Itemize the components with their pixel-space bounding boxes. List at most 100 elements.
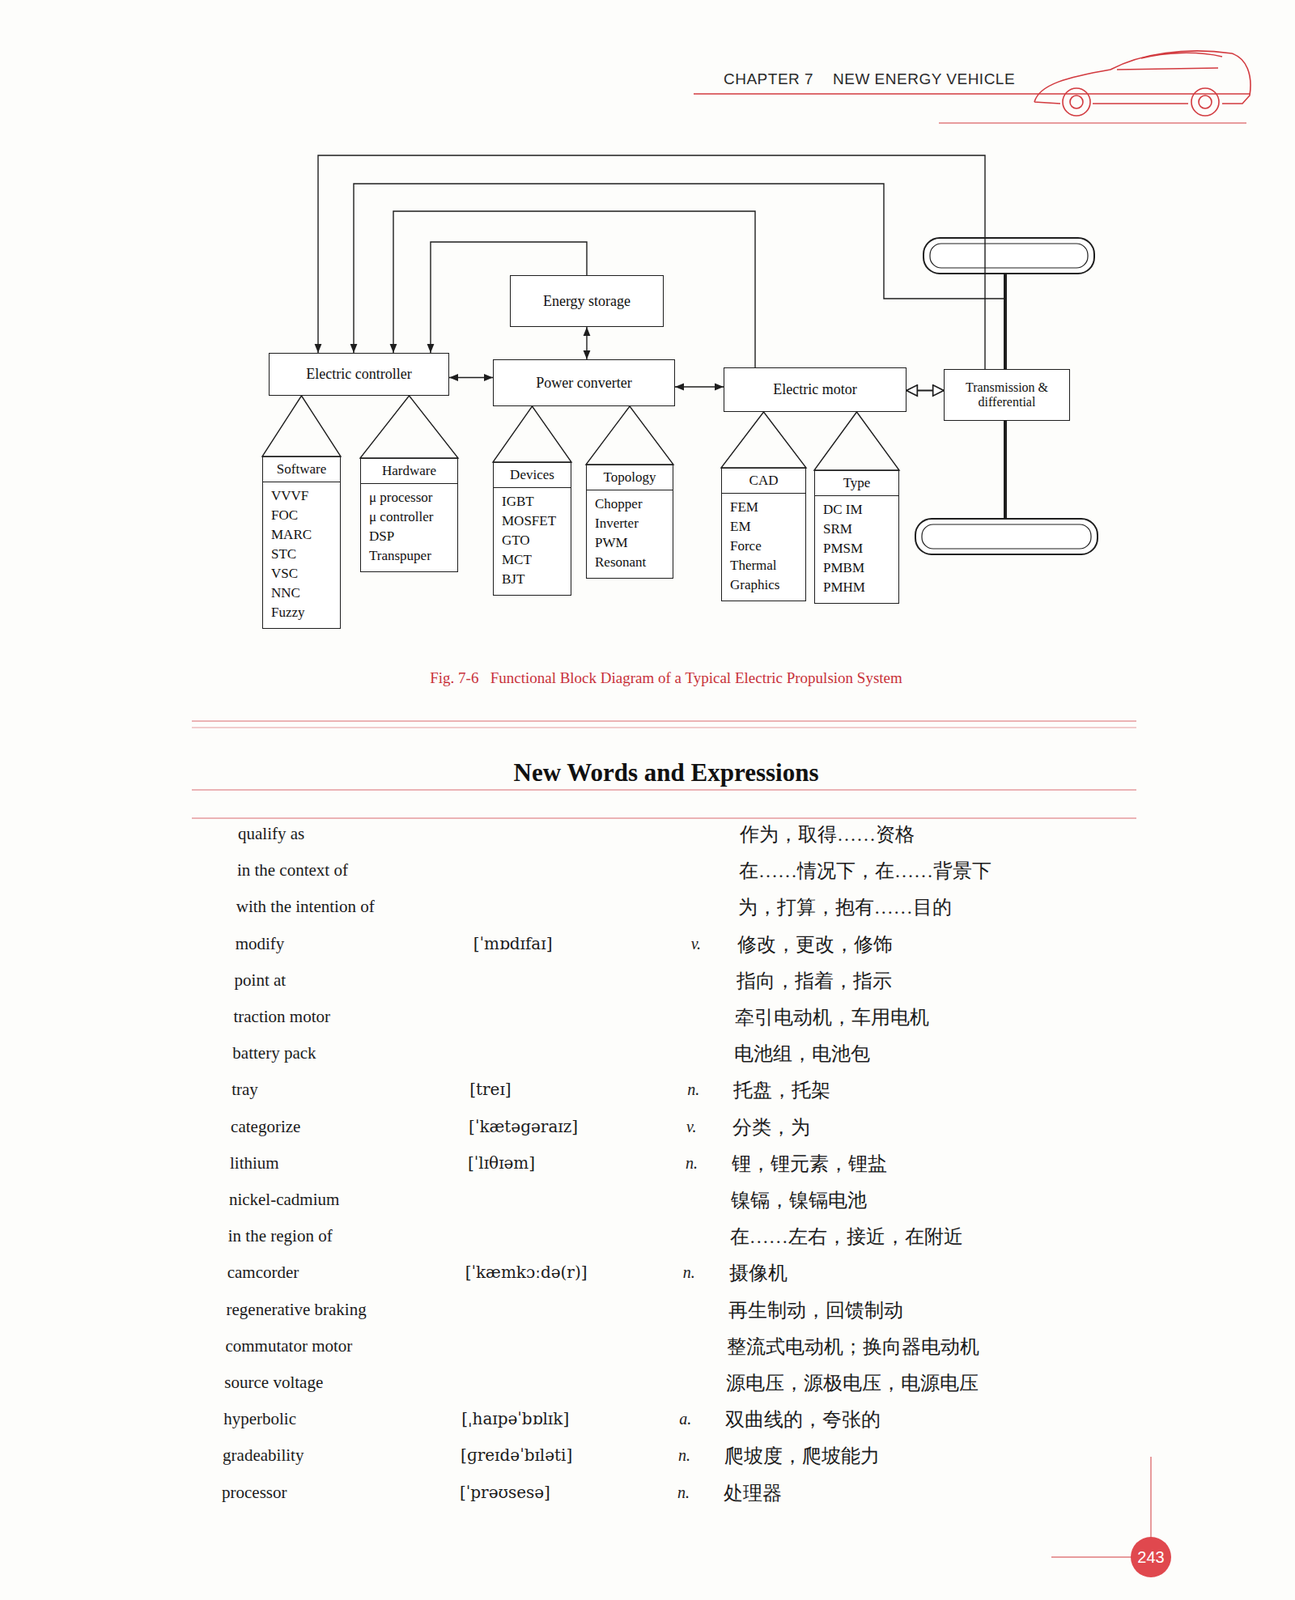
- box-label: Energy storage: [543, 292, 631, 310]
- chapter-title: NEW ENERGY VEHICLE: [832, 70, 1015, 89]
- breakdown-triangle: [721, 411, 807, 468]
- category-items: μ processor μ controller DSP Transpuper: [360, 484, 439, 572]
- chinese-meaning: 镍镉，镍镉电池: [730, 1187, 867, 1214]
- category-box: DevicesIGBT MOSFET GTO MCT BJT: [492, 462, 572, 596]
- category-box: TypeDC IM SRM PMSM PMBM PMHM: [814, 470, 900, 604]
- signal-arrow: [906, 389, 944, 391]
- vocab-term: lithium: [229, 1152, 280, 1173]
- vocab-term: commutator motor: [225, 1335, 353, 1356]
- category-box: SoftwareVVVF FOC MARC STC VSC NNC Fuzzy: [262, 456, 341, 629]
- vocab-term: modify: [235, 933, 285, 954]
- vocab-term: nickel-cadmium: [229, 1189, 340, 1211]
- breakdown-triangle: [492, 406, 572, 463]
- category-heading: Devices: [493, 462, 571, 489]
- breakdown-triangle: [262, 395, 341, 457]
- figure-caption: Fig. 7-6 Functional Block Diagram of a T…: [429, 669, 903, 688]
- header-rule: [693, 93, 1251, 95]
- vocab-term: regenerative braking: [226, 1299, 367, 1320]
- signal-arrow: [449, 377, 493, 378]
- vocab-term: qualify as: [237, 823, 305, 845]
- signal-arrow: [318, 155, 986, 370]
- category-items: FEM EM Force Thermal Graphics: [721, 493, 783, 601]
- header-rule: [938, 123, 1247, 124]
- category-heading: CAD: [721, 468, 806, 494]
- chinese-meaning: 作为，取得……资格: [739, 821, 915, 848]
- part-of-speech: v.: [691, 934, 701, 953]
- part-of-speech: n.: [685, 1153, 698, 1172]
- phonetic: [ˈkæmkɔːdə(r)]: [465, 1262, 588, 1283]
- section-rule: [191, 721, 1137, 819]
- vocab-term: camcorder: [227, 1262, 300, 1283]
- motor-box: Electric motor: [723, 367, 907, 412]
- transmission-box: Transmission & differential: [943, 369, 1070, 421]
- car-sketch: [1034, 50, 1251, 116]
- vocab-term: processor: [221, 1481, 287, 1503]
- vocab-term: battery pack: [232, 1043, 316, 1064]
- part-of-speech: n.: [683, 1263, 696, 1283]
- chinese-meaning: 再生制动，回馈制动: [728, 1297, 904, 1324]
- chinese-meaning: 为，打算，抱有……目的: [738, 894, 952, 921]
- phonetic: [ˈkætəgəraɪz]: [468, 1116, 578, 1137]
- chinese-meaning: 托盘，托架: [733, 1077, 831, 1104]
- part-of-speech: a.: [679, 1409, 692, 1429]
- chinese-meaning: 摄像机: [729, 1260, 788, 1287]
- category-box: CADFEM EM Force Thermal Graphics: [721, 467, 807, 602]
- chinese-meaning: 双曲线的，夸张的: [725, 1406, 881, 1433]
- section-title: New Words and Expressions: [513, 758, 820, 788]
- signal-arrow: [393, 211, 756, 368]
- breakdown-triangle: [814, 411, 900, 471]
- phonetic: [ˈprəʊsesə]: [459, 1482, 551, 1503]
- converter-box: Power converter: [492, 359, 676, 407]
- category-items: VVVF FOC MARC STC VSC NNC Fuzzy: [263, 482, 315, 629]
- part-of-speech: n.: [678, 1446, 691, 1465]
- phonetic: [ˌhaɪpəˈbɒlɪk]: [461, 1409, 569, 1429]
- chinese-meaning: 在……情况下，在……背景下: [738, 857, 992, 884]
- chinese-meaning: 牵引电动机，车用电机: [734, 1004, 930, 1031]
- chinese-meaning: 处理器: [723, 1480, 782, 1507]
- storage-box: Energy storage: [509, 275, 664, 327]
- breakdown-triangle: [360, 395, 459, 459]
- vocab-term: in the region of: [228, 1226, 333, 1247]
- category-items: Chopper Inverter PWM Resonant: [586, 490, 650, 578]
- chinese-meaning: 源电压，源极电压，电源电压: [726, 1370, 979, 1397]
- vocab-term: source voltage: [224, 1372, 323, 1393]
- part-of-speech: v.: [686, 1116, 697, 1136]
- phonetic: [ˈlɪθɪəm]: [467, 1153, 535, 1173]
- phonetic: [treɪ]: [469, 1079, 511, 1100]
- controller-box: Electric controller: [268, 352, 450, 396]
- category-heading: Software: [263, 457, 340, 483]
- signal-arrow: [585, 326, 587, 360]
- vocab-term: gradeability: [222, 1445, 304, 1466]
- page-number: 243: [1137, 1548, 1164, 1567]
- box-label: Electric motor: [772, 381, 857, 399]
- chinese-meaning: 爬坡度，爬坡能力: [724, 1443, 880, 1470]
- box-label: Electric controller: [305, 365, 412, 383]
- category-box: Hardwareμ processor μ controller DSP Tra…: [360, 458, 459, 573]
- vocab-term: point at: [234, 969, 287, 990]
- vocab-term: tray: [231, 1079, 259, 1100]
- chinese-meaning: 修改，更改，修饰: [737, 931, 893, 958]
- signal-arrow: [675, 386, 724, 387]
- vocab-term: categorize: [230, 1116, 301, 1137]
- vocab-term: hyperbolic: [223, 1409, 297, 1430]
- chinese-meaning: 在……左右，接近，在附近: [730, 1223, 964, 1250]
- vocab-term: with the intention of: [236, 896, 375, 918]
- chinese-meaning: 指向，指着，指示: [736, 968, 892, 994]
- category-heading: Hardware: [360, 458, 458, 485]
- category-box: TopologyChopper Inverter PWM Resonant: [585, 464, 674, 579]
- part-of-speech: n.: [677, 1482, 690, 1502]
- category-items: DC IM SRM PMSM PMBM PMHM: [815, 496, 869, 603]
- phonetic: [ˈmɒdɪfaɪ]: [473, 934, 553, 954]
- part-of-speech: n.: [687, 1080, 700, 1100]
- page-number-disc: [1130, 1537, 1172, 1578]
- wheel: [915, 237, 1098, 555]
- category-heading: Type: [815, 471, 899, 497]
- speed-feedback-wire: [353, 183, 1006, 353]
- chinese-meaning: 锂，锂元素，锂盐: [731, 1150, 888, 1177]
- chinese-meaning: 整流式电动机；换向器电动机: [726, 1333, 980, 1360]
- chinese-meaning: 电池组，电池包: [734, 1040, 871, 1067]
